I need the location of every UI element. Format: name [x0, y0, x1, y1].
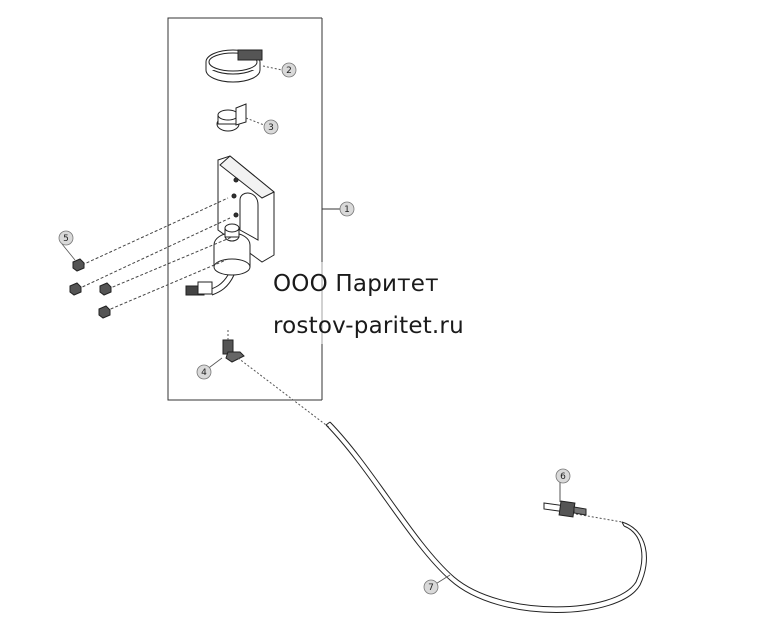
pump-bracket: [213, 155, 275, 276]
callout-2: 2: [281, 62, 297, 78]
callout-5: 5: [58, 230, 74, 246]
svg-text:2: 2: [286, 66, 292, 76]
elbow-fitting: [222, 330, 331, 429]
svg-text:5: 5: [63, 234, 69, 244]
watermark-url: rostov-paritet.ru: [273, 313, 464, 339]
hose-fitting: [543, 480, 587, 518]
watermark-background: [268, 262, 536, 344]
callout-4: 4: [196, 364, 212, 380]
bolts: [69, 197, 233, 319]
fuel-cap: [216, 103, 265, 132]
svg-text:6: 6: [560, 472, 566, 482]
watermark-company: ООО Паритет: [273, 271, 439, 297]
callout-6: 6: [555, 468, 571, 484]
svg-text:4: 4: [201, 368, 207, 378]
callouts: 1 2 3 4 5 6 7: [58, 62, 571, 595]
hose-clamp: [205, 49, 283, 83]
callout-3: 3: [263, 119, 279, 135]
callout-1: 1: [339, 201, 355, 217]
callout-7: 7: [423, 579, 439, 595]
svg-text:1: 1: [344, 205, 350, 215]
fuel-hose: [325, 421, 647, 613]
svg-text:3: 3: [268, 123, 274, 133]
pump-connector: [185, 274, 235, 296]
svg-text:7: 7: [428, 583, 434, 593]
